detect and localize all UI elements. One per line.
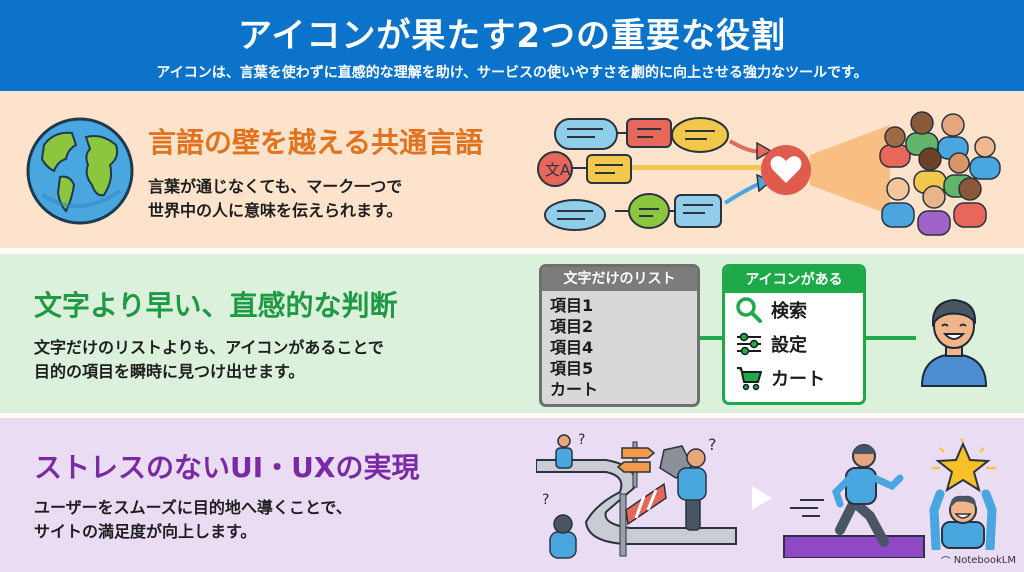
list-item: 項目1 [550, 296, 594, 315]
svg-text:?: ? [578, 432, 585, 448]
section-stress-free-uiux: ストレスのないUI・UXの実現 ユーザーをスムーズに目的地へ導くことで、 サイト… [0, 418, 1024, 572]
settings-sliders-icon [737, 332, 761, 356]
confused-person-icon: ? [555, 432, 585, 469]
confused-walking-person: ? [677, 435, 717, 531]
confused-path-illustration: ? ? ? [536, 432, 737, 559]
list-item-cart: カート [725, 361, 863, 395]
play-arrow-icon [752, 486, 772, 510]
speech-bubbles-illustration: 文A [537, 117, 773, 231]
section-heading: ストレスのないUI・UXの実現 [34, 451, 420, 484]
section-intuitive-judgement: 文字より早い、直感的な判断 文字だけのリストよりも、アイコンがあることで 目的の… [0, 254, 1024, 413]
list-item: 項目4 [550, 338, 594, 357]
barrier-icon [619, 482, 667, 557]
star-celebration [929, 438, 997, 550]
svg-text:文A: 文A [545, 161, 571, 179]
svg-text:?: ? [708, 435, 717, 454]
section-common-language: 言語の壁を越える共通言語 言葉が通じなくても、マーク一つで 世界中の人に意味を伝… [0, 91, 1024, 248]
icon-list: アイコンがある 検索 設定 カート [722, 264, 866, 405]
list-item-settings: 設定 [725, 327, 863, 361]
heart-icon [761, 125, 890, 215]
list-item-search: 検索 [725, 293, 863, 327]
signpost-icon [616, 441, 656, 488]
search-icon [736, 297, 762, 323]
icon-list-title: アイコンがある [725, 267, 863, 293]
page-subtitle: アイコンは、言葉を使わずに直感的な理解を助け、サービスの使いやすさを劇的に向上さ… [156, 65, 868, 81]
list-item: カート [550, 380, 599, 399]
connector-line [866, 336, 916, 340]
svg-text:?: ? [542, 492, 549, 508]
list-item: 項目5 [550, 359, 594, 378]
section-description: ユーザーをスムーズに目的地へ導くことで、 サイトの満足度が向上します。 [34, 498, 352, 541]
header-banner: アイコンが果たす2つの重要な役割 アイコンは、言葉を使わずに直感的な理解を助け、… [0, 0, 1024, 91]
section-heading: 言語の壁を越える共通言語 [148, 126, 484, 159]
text-only-list-title: 文字だけのリスト [542, 267, 697, 291]
connector-line [700, 336, 722, 340]
globe-icon [26, 117, 134, 225]
text-only-list: 文字だけのリスト 項目1 項目2 項目4 項目5 カート [539, 264, 700, 407]
diverse-people-group [879, 111, 1001, 236]
star-icon [935, 441, 991, 493]
smiling-user [920, 298, 988, 387]
section-heading: 文字より早い、直感的な判断 [34, 289, 398, 322]
notebooklm-logo-icon: ⌒ [940, 557, 951, 568]
watermark: ⌒ NotebookLM [940, 555, 1016, 568]
translate-icon [537, 151, 573, 187]
page-title: アイコンが果たす2つの重要な役割 [238, 16, 786, 56]
list-item: 項目2 [550, 317, 594, 336]
running-person [783, 444, 925, 558]
section-description: 言葉が通じなくても、マーク一つで 世界中の人に意味を伝えられます。 [148, 177, 403, 220]
cart-icon [737, 367, 762, 391]
section-description: 文字だけのリストよりも、アイコンがあることで 目的の項目を瞬時に見つけ出せます。 [34, 338, 384, 381]
